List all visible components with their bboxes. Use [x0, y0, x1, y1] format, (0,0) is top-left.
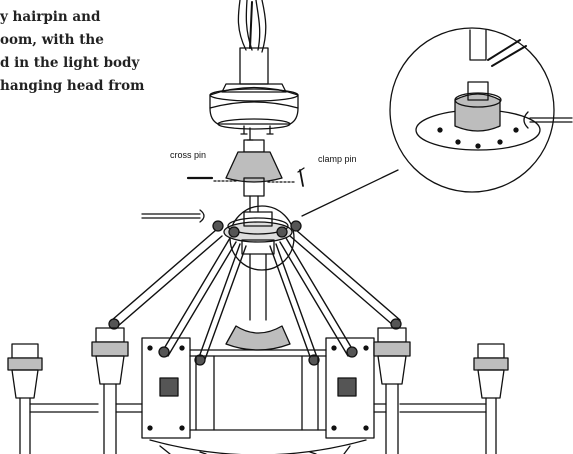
clamp-pin-label: clamp pin	[318, 154, 357, 164]
instruction-text: y hairpin and oom, with the d in the lig…	[0, 6, 200, 98]
hairpin	[141, 213, 201, 219]
hanging-head	[225, 139, 283, 213]
candle-socket-right-outer	[399, 343, 509, 454]
support-arms	[111, 229, 401, 363]
hub	[223, 211, 293, 351]
clamp-pin-callout: clamp pin	[267, 154, 357, 187]
candle-socket-left-inner	[91, 327, 143, 454]
clamp-pin	[299, 169, 304, 187]
instruction-line-3: d in the light body	[0, 55, 140, 71]
cross-pin-callout: cross pin	[170, 150, 237, 182]
candle-socket-left-outer	[7, 343, 99, 454]
instruction-line-1: y hairpin and	[0, 9, 101, 25]
magnifier-leader-line	[301, 169, 399, 217]
cross-pin-label: cross pin	[170, 150, 206, 160]
hanging-wires	[237, 0, 267, 53]
light-body	[141, 337, 375, 454]
canopy	[209, 47, 299, 141]
arm-joints	[108, 220, 402, 366]
candle-socket-right-inner	[373, 327, 411, 454]
instruction-line-4: hanging head from	[0, 78, 145, 94]
detail-magnifier	[389, 27, 573, 193]
instruction-line-2: oom, with the	[0, 32, 104, 48]
